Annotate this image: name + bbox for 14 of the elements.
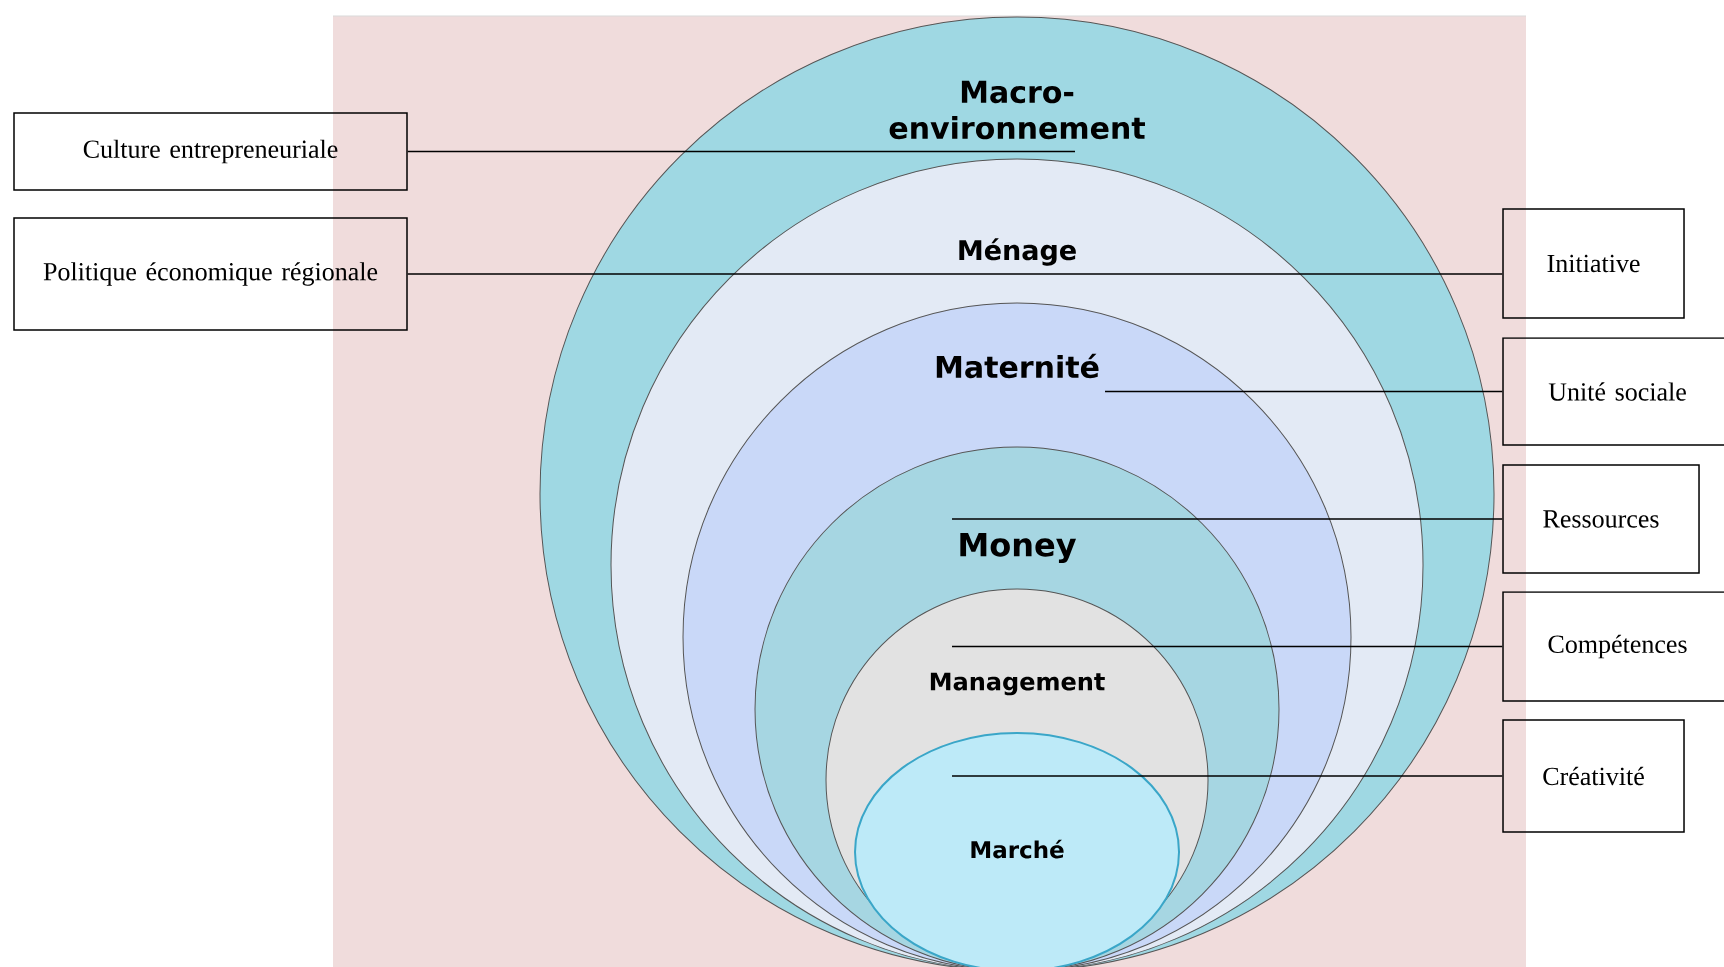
leader-line <box>951 645 1503 648</box>
ring: Marché <box>854 732 1180 967</box>
label-box: Unité sociale <box>1502 337 1724 446</box>
leader-line <box>951 518 1503 520</box>
label-box: Compétences <box>1502 591 1724 702</box>
leader-line <box>1104 390 1503 393</box>
leader-line <box>407 150 1076 153</box>
label-box: Créativité <box>1502 719 1685 833</box>
label-box: Politique économique régionale <box>13 217 408 331</box>
leader-line <box>951 775 1503 777</box>
label-box: Ressources <box>1502 464 1700 574</box>
label-box: Culture entrepreneuriale <box>13 112 408 191</box>
leader-line <box>407 273 1503 275</box>
label-box: Initiative <box>1502 208 1685 319</box>
